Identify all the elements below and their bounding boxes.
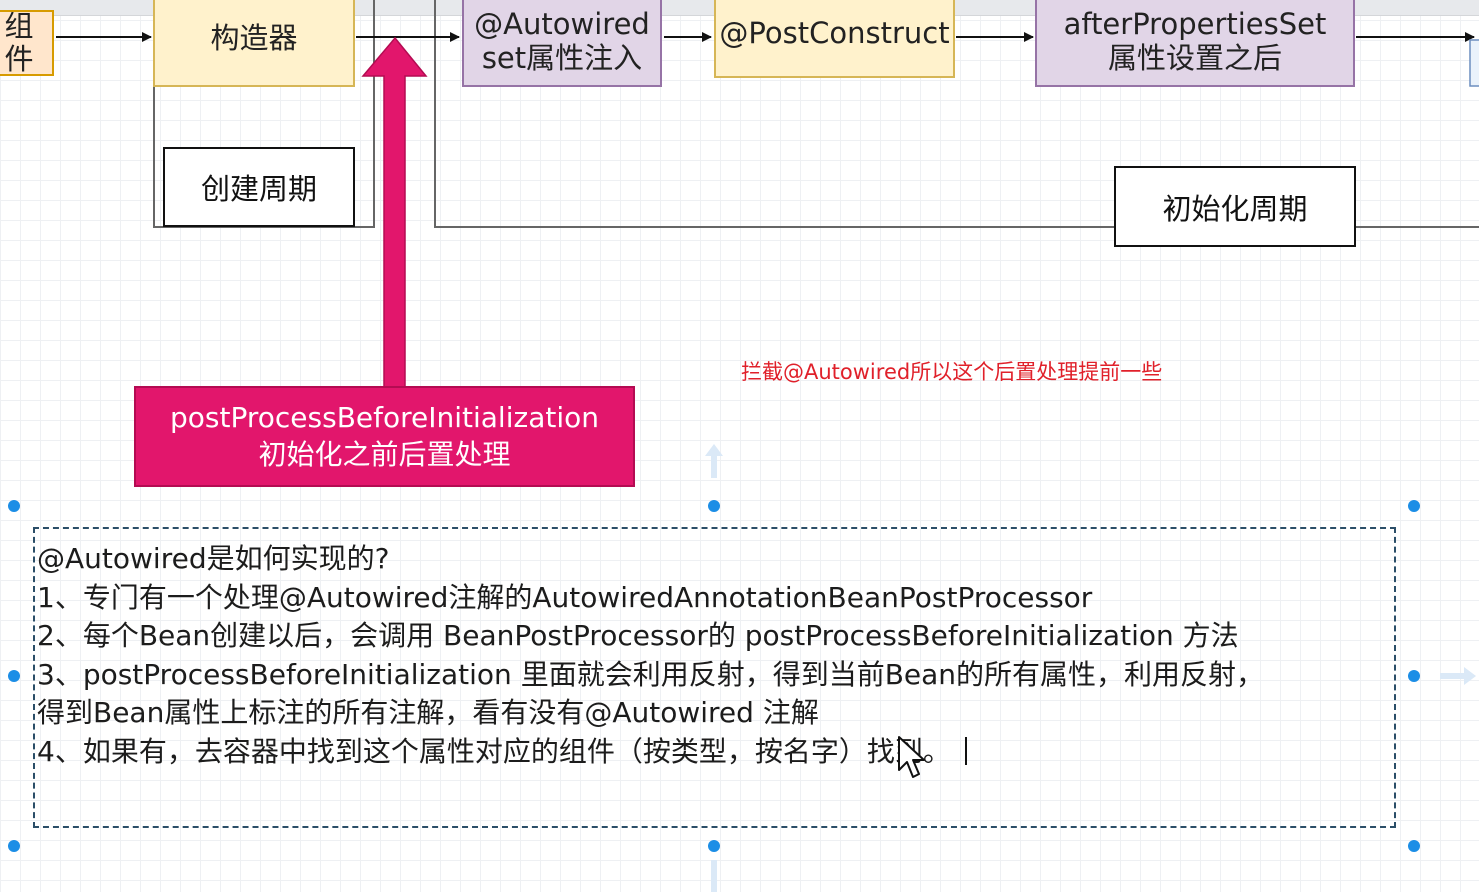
flow-node-post-construct-label: @PostConstruct [719, 16, 950, 51]
explanation-line: 2、每个Bean创建以后，会调用 BeanPostProcessor的 post… [37, 619, 1239, 652]
resize-handle-icon[interactable] [1408, 840, 1420, 852]
resize-handle-icon[interactable] [8, 670, 20, 682]
explanation-text[interactable]: @Autowired是如何实现的? 1、专门有一个处理@Autowired注解的… [37, 540, 1389, 771]
init-phase-frame[interactable] [434, 0, 1479, 228]
resize-handle-icon[interactable] [8, 840, 20, 852]
explanation-line: 4、如果有，去容器中找到这个属性对应的组件（按类型，按名字）找到。 [37, 734, 951, 768]
resize-handle-icon[interactable] [708, 500, 720, 512]
flow-node-autowired-title: @Autowired [474, 7, 650, 42]
resize-handle-icon[interactable] [1408, 500, 1420, 512]
big-up-arrow-icon[interactable] [361, 36, 428, 388]
explanation-line: 1、专门有一个处理@Autowired注解的AutowiredAnnotatio… [37, 580, 1093, 614]
guide-arrow-right-icon [1440, 667, 1476, 685]
flow-node-constructor[interactable]: 构造器 [153, 0, 355, 87]
guide-arrow-up-icon [705, 444, 723, 478]
flow-node-after-properties-set[interactable]: afterPropertiesSet 属性设置之后 [1035, 0, 1355, 87]
explanation-line: 得到Bean属性上标注的所有注解，看有没有@Autowired 注解 [37, 696, 819, 729]
resize-handle-icon[interactable] [708, 840, 720, 852]
init-phase-label[interactable]: 初始化周期 [1114, 166, 1356, 247]
flow-node-autowired[interactable]: @Autowired set属性注入 [462, 0, 662, 87]
explanation-textbox[interactable] [33, 527, 1396, 828]
explanation-last-line: 4、如果有，去容器中找到这个属性对应的组件（按类型，按名字）找到。 [37, 733, 1389, 772]
resize-handle-icon[interactable] [1408, 670, 1420, 682]
flow-node-constructor-label: 构造器 [210, 20, 298, 55]
text-caret [964, 736, 967, 765]
callout-description: 初始化之前后置处理 [258, 437, 511, 471]
explanation-line: @Autowired是如何实现的? [37, 542, 390, 575]
flow-node-after-properties-subtitle: 属性设置之后 [1107, 40, 1282, 75]
flow-node-post-construct[interactable]: @PostConstruct [714, 0, 955, 78]
mouse-cursor-icon [898, 736, 925, 778]
explanation-line: 3、postProcessBeforeInitialization 里面就会利用… [37, 657, 1265, 691]
flow-node-component[interactable]: 组件 [0, 10, 54, 76]
flow-node-autowired-subtitle: set属性注入 [481, 40, 643, 75]
interception-note[interactable]: 拦截@Autowired所以这个后置处理提前一些 [741, 360, 1163, 384]
create-phase-label[interactable]: 创建周期 [163, 147, 355, 227]
flow-node-after-properties-title: afterPropertiesSet [1063, 7, 1327, 42]
flow-node-component-label: 组件 [4, 10, 34, 76]
resize-handle-icon[interactable] [8, 500, 20, 512]
create-phase-frame[interactable] [153, 0, 375, 228]
before-init-callout[interactable]: postProcessBeforeInitialization 初始化之前后置处… [134, 386, 635, 487]
right-edge-shape-fragment [1469, 39, 1479, 87]
callout-method-name: postProcessBeforeInitialization [170, 401, 599, 435]
